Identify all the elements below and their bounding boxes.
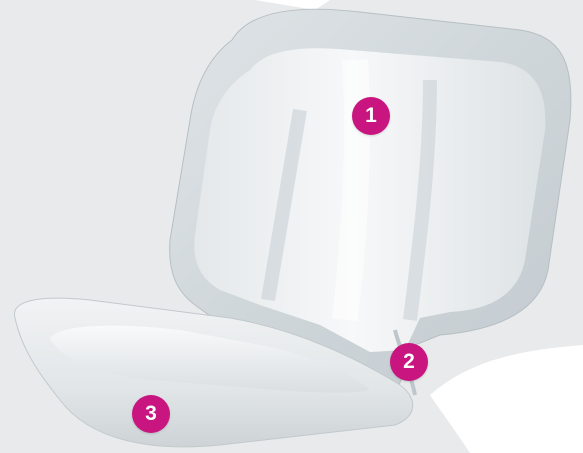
callout-marker-2: 2 xyxy=(390,343,428,381)
background-band-curve xyxy=(430,345,583,453)
callout-marker-3: 3 xyxy=(132,395,170,433)
callout-marker-1: 1 xyxy=(352,97,390,135)
core-highlight xyxy=(345,60,357,320)
